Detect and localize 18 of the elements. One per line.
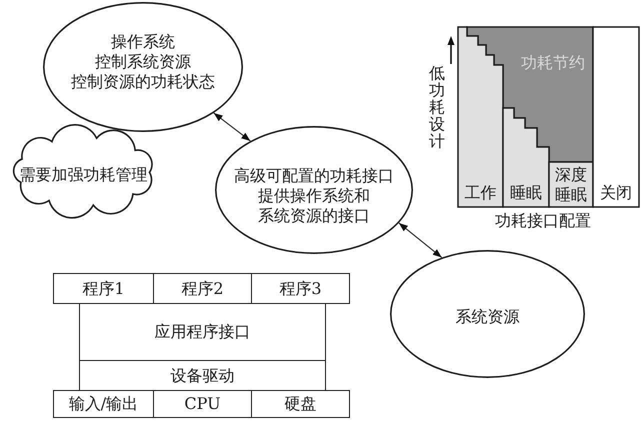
state-column: 工作 xyxy=(458,27,503,207)
state-column: 关闭 xyxy=(593,27,639,207)
program-box: 程序1 xyxy=(53,273,154,304)
double-arrow xyxy=(398,222,442,258)
topic-ellipse: 系统资源 xyxy=(390,250,585,378)
double-arrow xyxy=(213,112,251,142)
hardware-box: 输入/输出 xyxy=(53,390,154,418)
topic-ellipse: 高级可配置的功耗接口 提供操作系统和系统资源的接口 xyxy=(215,126,413,254)
layer-box: 设备驱动 xyxy=(79,360,326,391)
axis-title: 低功耗设计 xyxy=(428,64,446,150)
topic-ellipse: 操作系统 控制系统资源 控制资源的功耗状态 xyxy=(43,2,243,132)
state-column: 睡眠 xyxy=(503,108,549,207)
axis-title: 功耗接口配置 xyxy=(495,213,591,229)
layer-box: 应用程序接口 xyxy=(79,302,326,362)
savings-region: 功耗节约 xyxy=(467,27,593,162)
state-column: 深度睡眠 xyxy=(549,162,593,207)
program-box: 程序3 xyxy=(251,273,350,304)
hardware-box: 硬盘 xyxy=(251,390,350,418)
